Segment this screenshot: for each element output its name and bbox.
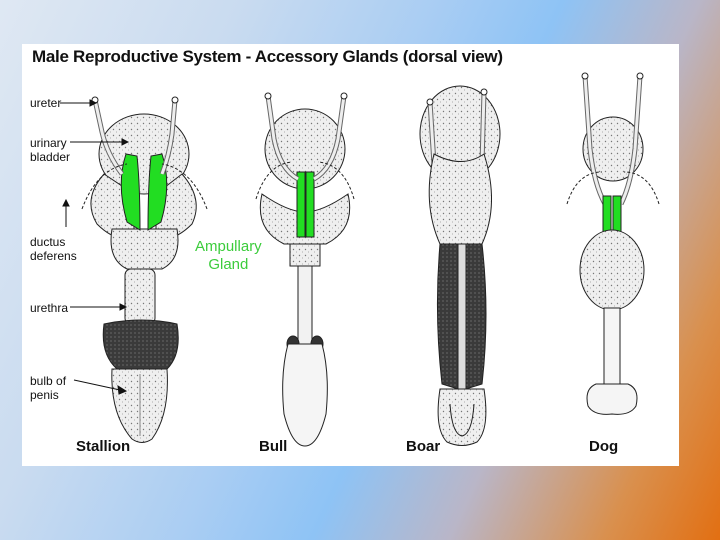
diagram-panel: Male Reproductive System - Accessory Gla… <box>22 44 679 466</box>
dog-drawing <box>567 73 659 414</box>
label-bulb-of-penis: bulb of penis <box>30 374 66 402</box>
label-urinary-bladder-line2: bladder <box>30 150 70 164</box>
label-ductus-deferens-line2: deferens <box>30 249 77 263</box>
anatomy-drawings <box>22 44 679 466</box>
species-label-bull: Bull <box>259 438 287 455</box>
species-label-dog: Dog <box>589 438 618 455</box>
boar-drawing <box>420 86 500 446</box>
label-urethra: urethra <box>30 301 68 315</box>
label-urinary-bladder: urinary bladder <box>30 136 70 164</box>
label-bulb-of-penis-line1: bulb of <box>30 374 66 388</box>
species-label-boar: Boar <box>406 438 440 455</box>
label-ductus-deferens-line1: ductus <box>30 235 77 249</box>
label-bulb-of-penis-line2: penis <box>30 388 66 402</box>
label-ureter: ureter <box>30 96 61 110</box>
label-urinary-bladder-line1: urinary <box>30 136 70 150</box>
label-ductus-deferens: ductus deferens <box>30 235 77 263</box>
species-label-stallion: Stallion <box>76 438 130 455</box>
ampullary-gland-label-line2: Gland <box>195 256 262 274</box>
stallion-drawing <box>82 97 207 443</box>
ampullary-gland-label: Ampullary Gland <box>195 238 262 274</box>
ampullary-gland-label-line1: Ampullary <box>195 238 262 256</box>
bull-drawing <box>256 93 354 446</box>
